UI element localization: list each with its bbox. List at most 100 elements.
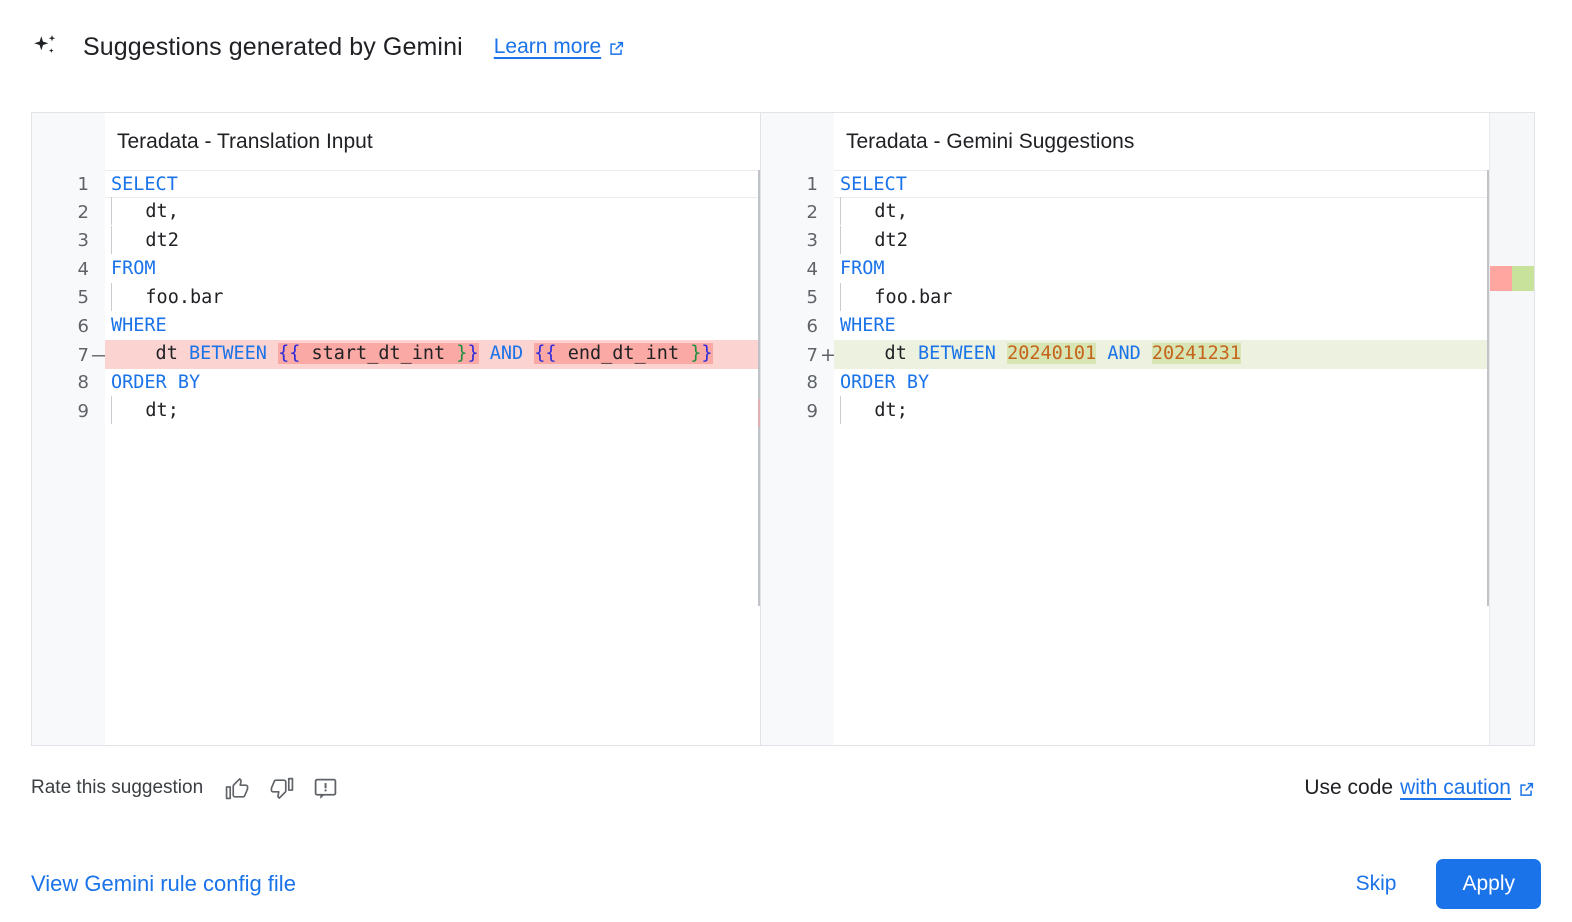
code-token — [679, 343, 691, 365]
code-text: dt, — [834, 197, 1489, 226]
skip-button[interactable]: Skip — [1342, 862, 1411, 906]
indent-guide — [840, 225, 841, 254]
code-token: dt, — [112, 201, 179, 223]
left-scrollbar-thumb[interactable] — [758, 170, 760, 606]
code-text: dt; — [105, 396, 760, 425]
code-token: AND — [489, 343, 524, 365]
code-token — [445, 343, 457, 365]
code-token: FROM — [111, 258, 156, 280]
apply-button[interactable]: Apply — [1436, 859, 1541, 909]
line-number: 9 — [806, 400, 818, 422]
line-number: 6 — [77, 315, 89, 337]
code-token — [300, 343, 312, 365]
line-number: 4 — [77, 258, 89, 280]
ruler-marker-deleted — [1490, 266, 1512, 291]
left-pane-title: Teradata - Translation Input — [117, 129, 373, 153]
code-token — [1096, 343, 1107, 364]
code-text: WHERE — [834, 312, 1489, 340]
code-text: FROM — [105, 255, 760, 283]
line-number: 2 — [77, 202, 89, 224]
with-caution-link[interactable]: with caution — [1400, 776, 1511, 799]
code-line: 6 WHERE — [32, 312, 760, 340]
code-text: WHERE — [105, 312, 760, 340]
feedback-row: Rate this suggestion — [31, 762, 1535, 814]
code-token: {{ — [278, 343, 301, 365]
line-number: 3 — [806, 230, 818, 252]
code-token: dt; — [841, 400, 908, 422]
line-number: 8 — [77, 372, 89, 394]
code-token: FROM — [840, 258, 885, 280]
right-vertical-scrollbar[interactable] — [1487, 170, 1489, 745]
thumb-down-icon[interactable] — [269, 776, 294, 801]
rate-label: Rate this suggestion — [31, 777, 204, 798]
code-token: } — [467, 343, 479, 365]
code-token — [556, 343, 568, 365]
left-gutter-spacer — [32, 113, 105, 170]
report-feedback-icon[interactable] — [313, 776, 338, 801]
code-token: dt2 — [841, 229, 908, 251]
code-token: dt, — [841, 201, 908, 223]
rate-icon-group — [225, 776, 338, 801]
right-pane-header: Teradata - Gemini Suggestions — [761, 113, 1489, 170]
right-scrollbar-thumb[interactable] — [1487, 170, 1489, 606]
code-token: SELECT — [840, 174, 907, 195]
code-text: foo.bar — [834, 282, 1489, 312]
code-token: AND — [1107, 343, 1141, 365]
code-line: 9 dt; — [32, 396, 760, 425]
code-token: end_dt_int — [567, 343, 680, 365]
ruler-marker-added — [1512, 266, 1534, 291]
left-pane-header: Teradata - Translation Input — [32, 113, 760, 170]
code-token: BETWEEN — [188, 343, 267, 365]
code-token: WHERE — [840, 314, 896, 336]
thumb-up-icon[interactable] — [225, 776, 250, 801]
bottom-action-bar: View Gemini rule config file Skip Apply — [0, 846, 1572, 922]
code-line: 2 dt, — [32, 197, 760, 226]
code-text: ORDER BY — [834, 369, 1489, 397]
diff-sign: + — [820, 343, 836, 366]
line-number: 9 — [77, 400, 89, 422]
overview-ruler[interactable] — [1489, 113, 1534, 745]
line-number: 4 — [806, 258, 818, 280]
learn-more-link[interactable]: Learn more — [494, 35, 625, 59]
code-token — [996, 343, 1007, 364]
code-token: {{ — [534, 343, 557, 365]
code-text: foo.bar — [105, 282, 760, 312]
code-token: ORDER BY — [840, 371, 930, 393]
code-token: start_dt_int — [311, 343, 446, 365]
code-token: 20241231 — [1151, 343, 1241, 365]
use-code-caution: Use code with caution — [1304, 776, 1535, 800]
left-vertical-scrollbar[interactable] — [758, 170, 760, 745]
indent-guide — [111, 282, 112, 311]
code-token: dt — [840, 343, 918, 365]
code-token: SELECT — [111, 174, 178, 195]
line-number: 7+ — [806, 343, 836, 366]
code-line: 3 dt2 — [32, 225, 760, 255]
line-number: 2 — [806, 202, 818, 224]
left-scrollbar-diff-marker — [758, 399, 760, 427]
use-code-prefix: Use code — [1304, 776, 1394, 799]
pane-divider — [760, 113, 761, 745]
code-text: dt, — [105, 197, 760, 226]
right-gutter-background — [761, 170, 834, 745]
code-text: FROM — [834, 255, 1489, 283]
bottom-buttons: Skip Apply — [1342, 859, 1541, 909]
line-number: 7— — [77, 343, 110, 366]
code-token: } — [701, 343, 713, 365]
code-line: 2 dt, — [761, 197, 1489, 226]
page-title: Suggestions generated by Gemini — [83, 32, 463, 61]
indent-guide — [111, 225, 112, 254]
indent-guide — [111, 197, 112, 226]
view-gemini-rule-config-link[interactable]: View Gemini rule config file — [31, 871, 296, 896]
code-line: 4 FROM — [761, 255, 1489, 283]
external-link-icon — [608, 39, 625, 56]
indent-guide — [111, 396, 112, 425]
line-number: 5 — [806, 287, 818, 309]
